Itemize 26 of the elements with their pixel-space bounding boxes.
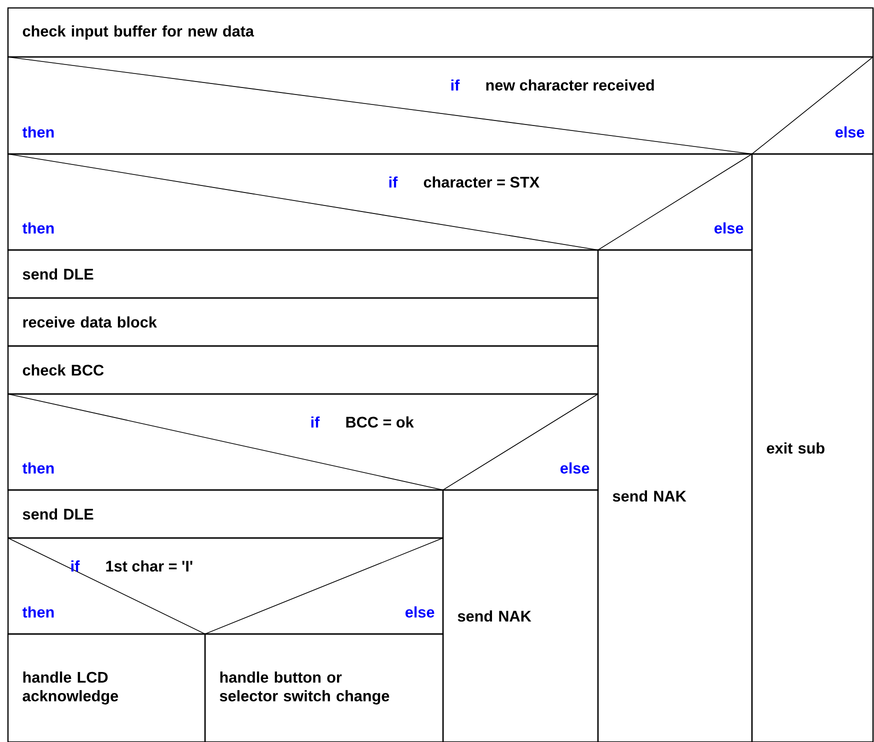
process-block: send DLE (7, 489, 444, 539)
process-block: check input buffer for new data (7, 7, 874, 58)
else-label: else (560, 462, 590, 474)
condition-text: 1st char = 'I' (106, 560, 192, 572)
process-block: handle LCD acknowledge (7, 633, 206, 742)
else-label: else (714, 222, 744, 234)
else-label: else (406, 606, 434, 618)
process-block: receive data block (7, 297, 599, 347)
then-label: then (22, 126, 54, 138)
then-label: then (22, 222, 54, 234)
process-block: send DLE (7, 249, 599, 299)
then-label: then (22, 462, 54, 474)
if-keyword: if (451, 79, 460, 91)
process-block: send NAK (442, 489, 599, 742)
process-block: send NAK (597, 249, 753, 742)
then-label: then (22, 606, 54, 618)
process-block: check BCC (7, 345, 599, 395)
condition-text: character = STX (424, 176, 540, 188)
else-label: else (836, 126, 864, 138)
condition-text: new character received (486, 79, 654, 91)
if-keyword: if (389, 176, 398, 188)
if-keyword: if (71, 560, 80, 572)
if-keyword: if (311, 416, 320, 428)
process-block: exit sub (751, 153, 874, 742)
condition-text: BCC = ok (346, 416, 414, 428)
process-block: handle button or selector switch change (204, 633, 444, 742)
